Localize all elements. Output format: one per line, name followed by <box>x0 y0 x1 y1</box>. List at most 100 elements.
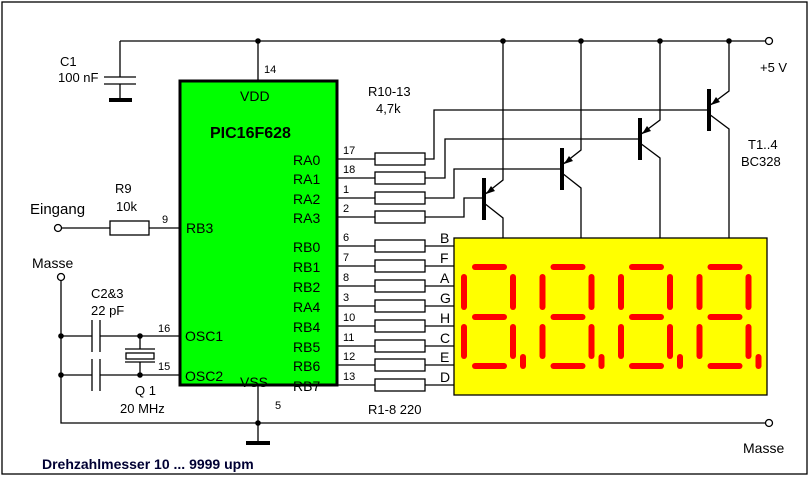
pin-number: 1 <box>343 184 349 196</box>
pin-ra4: RA4 3 G <box>293 290 454 315</box>
pin-label: RB2 <box>293 279 320 295</box>
segment-dp <box>598 354 605 369</box>
display-segments <box>461 264 762 369</box>
supply-label: +5 V <box>760 60 787 75</box>
segment-d <box>472 363 507 369</box>
resistor <box>374 339 426 353</box>
pin-label: RB7 <box>293 378 320 394</box>
segment-a <box>472 264 507 270</box>
r9-name: R9 <box>115 181 132 196</box>
segment-letter: E <box>440 349 449 365</box>
emitter-arrow-icon <box>711 97 720 105</box>
rb3-label: RB3 <box>186 220 213 236</box>
segment-d <box>550 363 586 369</box>
resistor <box>374 299 426 313</box>
segment-c <box>588 324 595 359</box>
r9-value: 10k <box>116 199 137 214</box>
segment-f <box>461 274 467 310</box>
transistors <box>482 41 730 238</box>
segment-b <box>588 274 595 310</box>
diagram-title: Drehzahlmesser 10 ... 9999 upm <box>42 456 254 472</box>
segment-e <box>618 324 624 359</box>
transistor-name: T1..4 <box>748 137 778 152</box>
pin-number: 2 <box>343 203 349 215</box>
segment-g <box>550 314 586 320</box>
pin-number: 17 <box>343 145 355 157</box>
segment-c <box>510 324 516 359</box>
resistor <box>374 259 426 273</box>
pin-label: RB5 <box>293 339 320 355</box>
pin-number: 18 <box>343 164 355 176</box>
osc2-pin-number: 15 <box>158 361 170 373</box>
supply-terminal <box>764 36 774 46</box>
pin-number: 11 <box>343 332 354 344</box>
transistor-t4 <box>707 41 730 238</box>
transistor-t3 <box>638 41 661 238</box>
pin-label: RA3 <box>293 210 320 226</box>
vss-label: VSS <box>240 374 268 390</box>
segment-a <box>707 264 743 270</box>
pin-number: 8 <box>343 272 349 284</box>
c23-name: C2&3 <box>91 286 124 301</box>
segment-b <box>510 274 516 310</box>
segment-letter: F <box>440 250 449 266</box>
ground-left-label: Masse <box>32 255 73 271</box>
c23-value: 22 pF <box>91 303 124 318</box>
segment-letter: H <box>440 310 450 326</box>
transistor-t1 <box>482 41 504 238</box>
digit-2 <box>539 264 605 369</box>
vdd-pin-number: 14 <box>264 64 276 76</box>
pin-rb5: RB5 11 C <box>293 330 454 355</box>
ground-symbol <box>109 98 132 102</box>
supply-rail <box>120 36 774 46</box>
resistor <box>374 171 426 185</box>
segment-g <box>629 314 664 320</box>
pin-number: 7 <box>343 252 349 264</box>
segment-e <box>461 324 467 359</box>
pin-label: RA2 <box>293 191 320 207</box>
pin-ra0: RA0 17 <box>293 145 426 168</box>
segment-d <box>707 363 743 369</box>
ground-right-label: Masse <box>743 440 784 456</box>
pin-label: RB1 <box>293 259 320 275</box>
rb3-pin-number: 9 <box>162 214 168 226</box>
segment-f <box>618 274 624 310</box>
resistor <box>374 358 426 372</box>
segment-letter: D <box>440 369 450 385</box>
segment-letter: G <box>440 290 451 306</box>
pin-label: RB6 <box>293 358 320 374</box>
resistor <box>374 191 426 205</box>
r1-8-label: R1-8 220 <box>368 402 421 417</box>
oscillator-circuit <box>56 272 774 428</box>
segment-e <box>696 324 703 359</box>
segment-b <box>667 274 673 310</box>
segment-f <box>696 274 703 310</box>
pin-number: 10 <box>343 312 355 324</box>
r10-13-value: 4,7k <box>376 101 401 116</box>
segment-a <box>629 264 664 270</box>
pin-number: 6 <box>343 232 349 244</box>
pin-number: 3 <box>343 292 349 304</box>
input-label: Eingang <box>30 201 85 218</box>
resistor <box>374 239 426 253</box>
chip-name: PIC16F628 <box>210 125 291 142</box>
segment-letter: B <box>440 230 449 246</box>
c1-name: C1 <box>60 54 77 69</box>
pin-label: RA0 <box>293 152 320 168</box>
vss-pin-number: 5 <box>275 400 281 412</box>
ground-symbol <box>246 441 270 445</box>
pin-ra2: RA2 1 <box>293 184 426 207</box>
digit-1 <box>461 264 526 369</box>
r10-13-name: R10-13 <box>368 84 411 99</box>
segment-letter: C <box>440 330 450 346</box>
pin-number: 12 <box>343 351 355 363</box>
pin-label: RA4 <box>293 299 320 315</box>
segment-e <box>539 324 546 359</box>
resistor <box>374 152 426 166</box>
emitter-arrow-icon <box>642 126 651 134</box>
